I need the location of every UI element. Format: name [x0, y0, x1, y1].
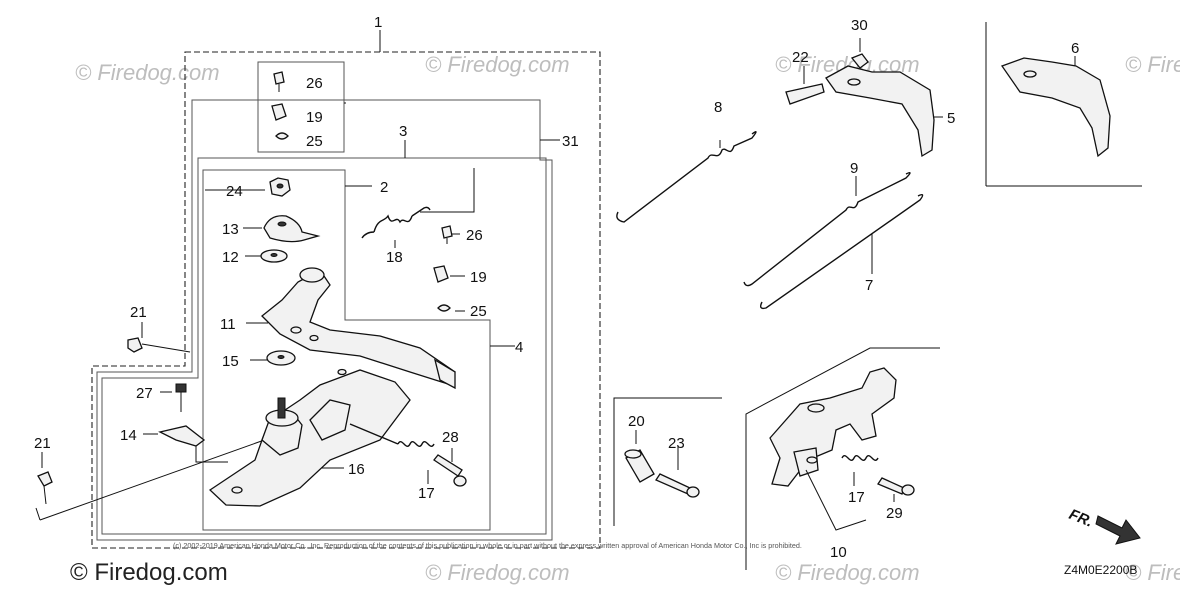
front-arrow: FR.: [1067, 506, 1141, 545]
callout-29: 29: [886, 505, 903, 522]
callout-22: 22: [792, 49, 809, 66]
callout-30: 30: [851, 17, 868, 34]
pin-20-23-box: [613, 397, 722, 526]
callout-1: 1: [374, 14, 382, 31]
callout-28: 28: [442, 429, 459, 446]
callout-26-top: 26: [306, 75, 323, 92]
callout-19-top: 19: [306, 109, 323, 126]
callout-15: 15: [222, 353, 239, 370]
callout-10: 10: [830, 544, 847, 561]
watermark-7: © Firedog.com: [1125, 560, 1180, 585]
callout-13: 13: [222, 221, 239, 238]
copyright-notice: (c) 2002-2019 American Honda Motor Co., …: [173, 541, 802, 550]
lever-10-box: [745, 347, 940, 570]
callout-25-side: 25: [470, 303, 487, 320]
callout-21-lower: 21: [34, 435, 51, 452]
callout-3: 3: [399, 123, 407, 140]
watermarks: © Firedog.com © Firedog.com © Firedog.co…: [70, 52, 1180, 586]
assembly-boxes: [91, 51, 601, 549]
front-label: FR.: [1067, 506, 1096, 531]
watermark-4: © Firedog.com: [1125, 52, 1180, 77]
callout-12: 12: [222, 249, 239, 266]
callout-31: 31: [562, 133, 579, 150]
diagram-code: Z4M0E2200B: [1064, 563, 1137, 577]
callout-20: 20: [628, 413, 645, 430]
control-cables: [616, 38, 943, 310]
callout-21-upper: 21: [130, 304, 147, 321]
callout-8: 8: [714, 99, 722, 116]
callout-18: 18: [386, 249, 403, 266]
callout-16: 16: [348, 461, 365, 478]
watermark-2: © Firedog.com: [425, 52, 570, 77]
watermark-main: © Firedog.com: [70, 559, 228, 586]
callout-11: 11: [220, 316, 236, 333]
callout-6: 6: [1071, 40, 1079, 57]
callout-7: 7: [865, 277, 873, 294]
watermark-6: © Firedog.com: [775, 560, 920, 585]
callout-2: 2: [380, 179, 388, 196]
callout-26-side: 26: [466, 227, 483, 244]
watermark-5: © Firedog.com: [425, 560, 570, 585]
callout-23: 23: [668, 435, 685, 452]
callout-17-main: 17: [418, 485, 435, 502]
callout-5: 5: [947, 110, 955, 127]
callout-24: 24: [226, 183, 243, 200]
callout-19-side: 19: [470, 269, 487, 286]
callout-14: 14: [120, 427, 137, 444]
callout-9: 9: [850, 160, 858, 177]
callout-17-right: 17: [848, 489, 865, 506]
callout-numbers: 1 2 3 4 5 6 7 8 9 10 11 12 13 14 15 16 1…: [34, 14, 1079, 561]
bracket-6-box: [985, 22, 1142, 187]
governor-arm-assembly: [37, 71, 467, 507]
callout-25-top: 25: [306, 133, 323, 150]
callout-27: 27: [136, 385, 153, 402]
callout-4: 4: [515, 339, 523, 356]
watermark-1: © Firedog.com: [75, 60, 220, 85]
